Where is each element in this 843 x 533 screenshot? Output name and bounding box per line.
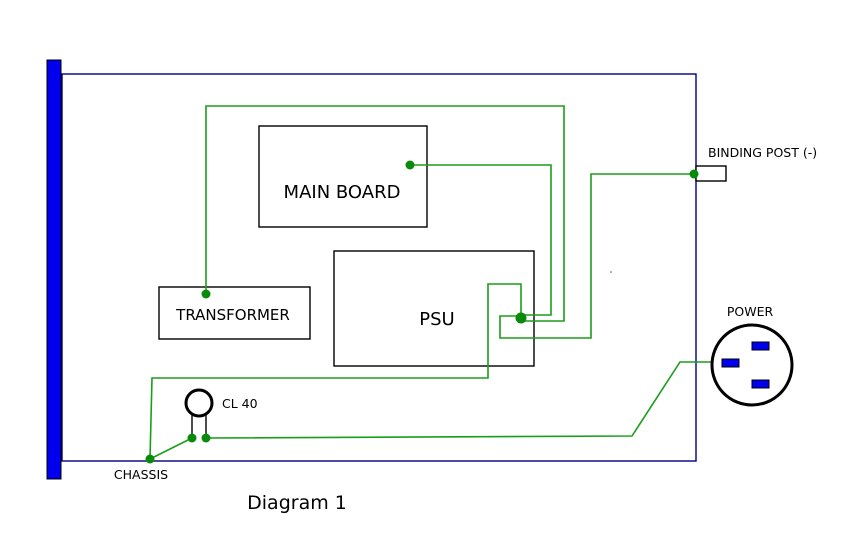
chassis-label: CHASSIS <box>114 467 168 482</box>
diagram-caption: Diagram 1 <box>247 492 347 514</box>
main-board-box <box>258 125 428 228</box>
main-board-label: MAIN BOARD <box>284 182 401 203</box>
enclosure-outline <box>61 73 697 462</box>
wire-chassis-cl40 <box>149 437 193 460</box>
outlet-pin-top <box>751 341 770 351</box>
outlet-pin-bottom <box>751 379 770 389</box>
wire-transformer-psu <box>205 105 565 322</box>
wire-psu-chassis <box>149 283 522 460</box>
cl40-thermistor <box>184 388 214 418</box>
node-cl40-left <box>187 433 197 443</box>
psu-label: PSU <box>419 309 454 330</box>
node-transformer <box>201 289 211 299</box>
wire-psu-binding-post <box>499 173 694 339</box>
wire-mainboard-psu <box>410 164 552 316</box>
node-binding-post <box>689 169 699 179</box>
stray-dot <box>610 271 612 273</box>
outlet-pin-left <box>721 358 740 368</box>
node-chassis <box>145 454 155 464</box>
transformer-label: TRANSFORMER <box>175 306 290 324</box>
node-cl40-right <box>201 433 211 443</box>
transformer-box <box>158 286 311 340</box>
node-main-board <box>405 160 415 170</box>
binding-post <box>695 165 727 182</box>
power-label: POWER <box>727 304 774 319</box>
power-outlet <box>710 323 794 407</box>
node-psu <box>515 312 527 324</box>
psu-box <box>333 250 535 367</box>
cl40-label: CL 40 <box>222 396 258 411</box>
wire-cl40-power <box>205 361 722 439</box>
binding-post-label: BINDING POST (-) <box>708 145 817 160</box>
front-panel <box>46 59 62 480</box>
